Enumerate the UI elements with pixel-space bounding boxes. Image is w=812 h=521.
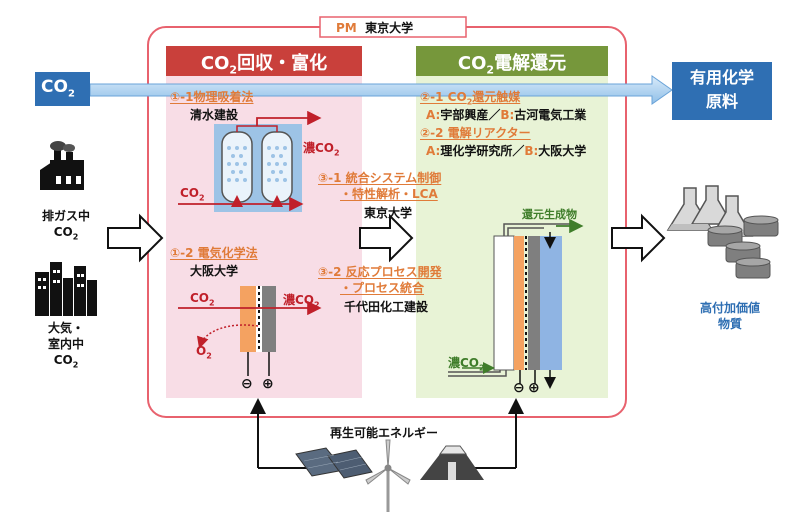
left-item1-org: 清水建設 — [190, 108, 239, 122]
middle-item2-org: 千代田化工建設 — [344, 300, 429, 314]
co2-input-label: CO2 — [41, 77, 75, 100]
output-line2: 原料 — [705, 92, 738, 111]
right-item1-title: ②-1 CO2還元触媒 — [420, 90, 521, 107]
left-item2-co2: CO2 — [190, 291, 215, 308]
left-item1-title: ①-1物理吸着法 — [170, 90, 254, 104]
renewable-energy-label: 再生可能エネルギー — [330, 426, 439, 440]
middle-item2-title: ③-2 反応プロセス開発 ・プロセス統合 — [318, 264, 442, 296]
pm-org: 東京大学 — [365, 21, 414, 35]
exhaust-line1: 排ガス中 — [41, 209, 90, 223]
middle-item1-line2: ・特性解析・LCA — [340, 187, 438, 201]
left-panel-header: CO2回収・富化 — [200, 53, 328, 77]
right-item1-orgs: A:宇部興産／B:古河電気工業 — [426, 108, 587, 122]
output-arrow — [611, 213, 666, 263]
air-co2-label: 大気・ 室内中 CO2 — [34, 320, 98, 373]
output-box-label: 有用化学 原料 — [672, 66, 772, 114]
left-item2-o2: O2 — [196, 344, 212, 361]
right-panel-header: CO2電解還元 — [457, 53, 567, 77]
city-buildings-icon — [35, 262, 97, 316]
air-line3: CO2 — [53, 353, 79, 370]
high-value-line2: 物質 — [717, 317, 742, 331]
output-line1: 有用化学 — [689, 68, 754, 87]
main-flow-arrow — [89, 75, 673, 105]
right-panel-header-bg — [416, 46, 608, 76]
high-value-label: 高付加価値 物質 — [680, 300, 780, 332]
middle-item2-line1: ③-2 反応プロセス開発 — [318, 265, 442, 279]
middle-arrow — [359, 213, 414, 263]
left-minus-terminal: ⊖ — [241, 376, 253, 392]
exhaust-co2-label: 排ガス中 CO2 — [34, 208, 98, 245]
pm-label: PM 東京大学 — [336, 19, 413, 36]
middle-item1-org: 東京大学 — [364, 206, 413, 220]
left-panel-header-bg — [166, 46, 362, 76]
factory-icon — [40, 141, 84, 190]
wind-turbine-icon — [365, 439, 411, 512]
left-item2-org: 大阪大学 — [190, 264, 239, 278]
left-item2-title: ①-2 電気化学法 — [170, 246, 258, 260]
pm-label-box — [319, 16, 467, 38]
co2-input-box — [35, 72, 90, 106]
input-arrow — [107, 213, 164, 263]
middle-item1-line1: ③-1 統合システム制御 — [318, 171, 442, 185]
left-item2-dense-co2: 濃CO2 — [283, 293, 320, 310]
geothermal-plant-icon — [420, 445, 484, 480]
left-item1-dense-co2: 濃CO2 — [303, 141, 340, 158]
adsorption-columns-graphic — [178, 110, 322, 212]
middle-item2-line2: ・プロセス統合 — [340, 281, 425, 295]
pm-role: PM — [336, 21, 357, 35]
electrolysis-reactor-graphic — [448, 218, 584, 389]
right-item2-orgs: A:理化学研究所／B:大阪大学 — [426, 144, 587, 158]
reduction-product-label: 還元生成物 — [522, 208, 577, 221]
electrochemical-cell-graphic — [178, 286, 322, 376]
right-plus-terminal: ⊕ — [528, 380, 540, 396]
exhaust-line2: CO2 — [53, 225, 79, 242]
left-plus-terminal: ⊕ — [262, 376, 274, 392]
output-box — [672, 62, 772, 120]
barrels-icon — [707, 215, 779, 279]
high-value-line1: 高付加価値 — [699, 301, 760, 315]
air-line2: 室内中 — [47, 337, 84, 351]
right-item2-title: ②-2 電解リアクター — [420, 126, 531, 140]
left-item1-co2: CO2 — [180, 186, 205, 203]
right-minus-terminal: ⊖ — [513, 380, 525, 396]
solar-panel-icon — [295, 447, 373, 479]
right-dense-co2: 濃CO2 — [448, 356, 485, 373]
middle-item1-title: ③-1 統合システム制御 ・特性解析・LCA — [318, 170, 441, 202]
air-line1: 大気・ — [47, 321, 84, 335]
